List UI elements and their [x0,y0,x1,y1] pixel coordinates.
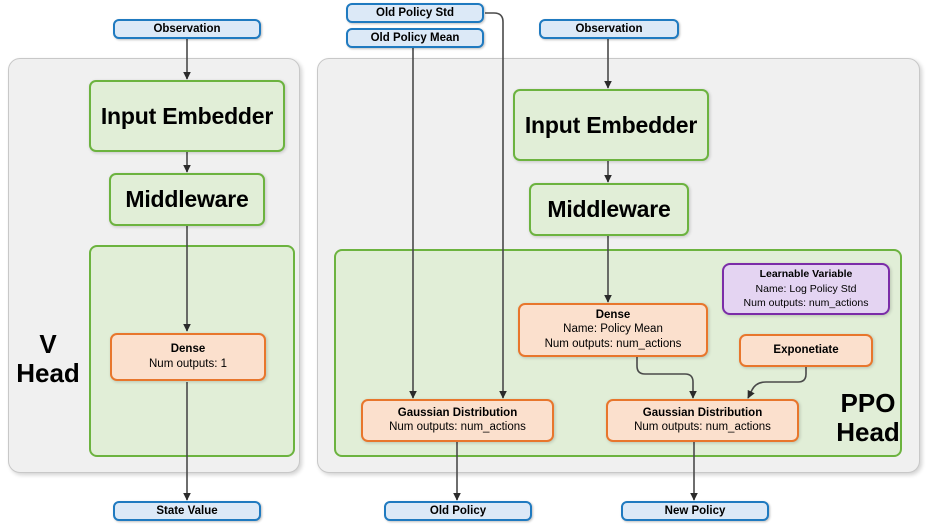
op-gaussian-distribution-new[interactable]: Gaussian Distribution Num outputs: num_a… [606,399,799,442]
ppo-head-label: PPO Head [820,388,916,448]
var-learnable-log-policy-std[interactable]: Learnable Variable Name: Log Policy Std … [722,263,890,315]
io-box-old-policy-std[interactable]: Old Policy Std [346,3,484,23]
io-box-old-policy-mean[interactable]: Old Policy Mean [346,28,484,48]
module-label: Input Embedder [524,111,698,138]
op-gaussian-distribution-old[interactable]: Gaussian Distribution Num outputs: num_a… [361,399,554,442]
op-title: Dense [595,308,631,321]
io-box-observation-ppo[interactable]: Observation [539,19,679,39]
op-exponetiate[interactable]: Exponetiate [739,334,873,367]
op-num-outputs: Num outputs: 1 [149,357,227,370]
module-label: Middleware [547,196,671,222]
module-middleware-v[interactable]: Middleware [109,173,265,226]
io-box-state-value[interactable]: State Value [113,501,261,521]
io-label: Observation [575,23,643,35]
op-title: Gaussian Distribution [642,406,763,419]
module-label: Input Embedder [100,102,274,129]
v-head-label-line1: V [39,329,57,359]
op-title: Dense [170,343,206,356]
op-dense-policy-mean[interactable]: Dense Name: Policy Mean Num outputs: num… [518,303,708,357]
io-label: Old Policy Mean [370,32,460,44]
op-dense-v[interactable]: Dense Num outputs: 1 [110,333,266,381]
op-num-outputs: Num outputs: num_actions [544,338,682,351]
io-box-old-policy[interactable]: Old Policy [384,501,532,521]
io-label: Old Policy [429,505,487,517]
io-box-new-policy[interactable]: New Policy [621,501,769,521]
op-num-outputs: Num outputs: num_actions [634,421,771,434]
v-head-label: V Head [10,329,86,389]
op-name: Name: Policy Mean [563,323,663,336]
op-num-outputs: Num outputs: num_actions [389,421,526,434]
v-head-label-line2: Head [16,358,80,389]
var-title: Learnable Variable [759,268,853,280]
io-label: New Policy [664,505,726,517]
module-input-embedder-ppo[interactable]: Input Embedder [513,89,709,161]
ppo-head-label-line1: PPO [840,388,896,418]
io-label: Old Policy Std [376,7,454,19]
module-label: Middleware [125,186,249,212]
module-input-embedder-v[interactable]: Input Embedder [89,80,285,152]
io-label: State Value [156,505,218,517]
io-box-observation-v[interactable]: Observation [113,19,261,39]
op-title: Exponetiate [773,344,839,357]
var-num-outputs: Num outputs: num_actions [743,296,869,309]
module-middleware-ppo[interactable]: Middleware [529,183,689,236]
ppo-head-label-line2: Head [836,417,900,448]
io-label: Observation [153,23,221,35]
op-title: Gaussian Distribution [397,406,518,419]
var-name: Name: Log Policy Std [755,282,857,295]
